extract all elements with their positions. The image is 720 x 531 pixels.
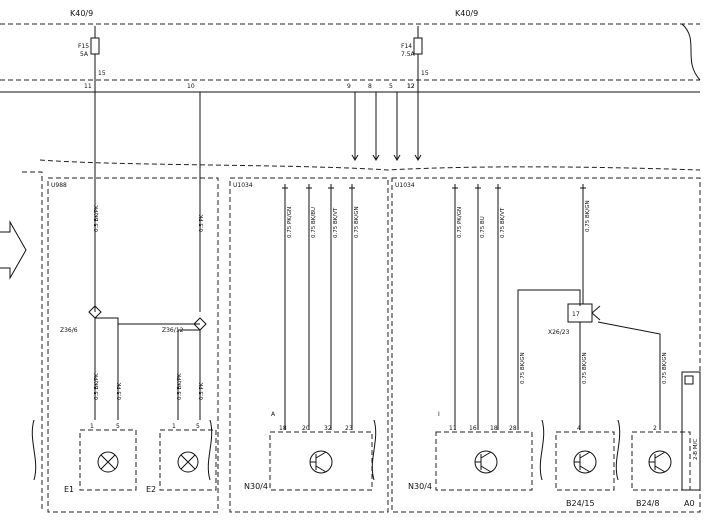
wire-x26-3-label: 0.75 BK/GN xyxy=(662,352,668,384)
n30-right-pin-16: 16 xyxy=(469,425,477,432)
splice-z36-12-branches xyxy=(118,323,201,420)
wire-right-top xyxy=(580,184,586,304)
n30-left-wires xyxy=(282,184,355,430)
bus-pin-12: 12 xyxy=(407,83,415,90)
wire-main-left-label: 0.5 BK/PK xyxy=(94,205,100,232)
b24-8-pin-2: 2 xyxy=(653,425,657,432)
wire-x26-1-label: 0.75 BK/GN xyxy=(520,352,526,384)
wire-e1-b-label: 0.5 PK xyxy=(117,382,123,400)
n30-left-pin-20: 20 xyxy=(302,425,310,432)
component-e1: 1 5 E1 xyxy=(64,423,137,494)
n30-right-pin-18: 18 xyxy=(490,425,498,432)
wire-n30b-1-label: 0.75 PK/GN xyxy=(457,207,463,238)
wire-x26-2-label: 0.75 BK/GN xyxy=(582,352,588,384)
break-marks xyxy=(31,419,621,481)
n30-right-pin-11: 11 xyxy=(449,425,457,432)
wire-e2-a-label: 0.5 BK/PK xyxy=(177,373,183,400)
e1-pin-5: 5 xyxy=(116,423,120,430)
wire-n30b-3-label: 0.75 BK/VT xyxy=(500,207,506,238)
wire-e2-b-label: 0.5 PK xyxy=(199,382,205,400)
fuse-f14-pin-bottom: 12 xyxy=(407,83,415,90)
section-u1034-right xyxy=(391,177,701,513)
e1-pin-1: 1 xyxy=(90,423,94,430)
header-left-ref: K40/9 xyxy=(70,9,93,18)
section-u988 xyxy=(47,177,219,513)
e2-pin-5: 5 xyxy=(196,423,200,430)
component-b24-15: 4 B24/15 xyxy=(555,425,615,508)
splice-z36-6-label: Z36/6 xyxy=(60,327,78,334)
bus-pin-5: 5 xyxy=(389,83,393,90)
bus-pin-8: 8 xyxy=(368,83,372,90)
n30-right-marker: I xyxy=(438,411,440,418)
n30-right-pin-28: 28 xyxy=(509,425,517,432)
component-n30-right: I 11 16 18 28 N30/4 xyxy=(408,411,533,491)
splice-z36-6-branches xyxy=(94,317,119,420)
bus-drop-arrows xyxy=(351,92,422,161)
connector-outgoing-wires xyxy=(579,321,661,430)
n30-right-label: N30/4 xyxy=(408,482,432,491)
section-u988-label: U988 xyxy=(51,182,67,189)
wire-n30b-2-label: 0.75 BU xyxy=(480,216,486,238)
connector-pin: 17 xyxy=(572,311,580,318)
fuse-f14-name: F14 xyxy=(401,43,412,50)
connector-label: X26/23 xyxy=(548,329,570,336)
wire-n30a-3-label: 0.75 BK/VT xyxy=(333,207,339,238)
n30-left-pin-18: 18 xyxy=(279,425,287,432)
wire-n30a-1-label: 0.75 PK/GN xyxy=(287,207,293,238)
a0-text: 2-B M/C xyxy=(693,439,699,460)
fuse-f14-pin-top: 15 xyxy=(421,70,429,77)
fuse-f15-rating: 5A xyxy=(80,51,89,58)
header-right-ref: K40/9 xyxy=(455,9,478,18)
incoming-arrow-icon xyxy=(0,220,27,280)
n30-left-marker: A xyxy=(271,411,276,418)
wire-main-mid-label: 0.5 PK xyxy=(199,214,205,232)
n30-left-pin-23: 23 xyxy=(345,425,353,432)
wire-e1-a-label: 0.5 BK/PK xyxy=(94,373,100,400)
splice-z36-12-label: Z36/12 xyxy=(162,327,184,334)
b24-15-pin-4: 4 xyxy=(577,425,581,432)
component-n30-left: A 18 20 32 23 N30/4 xyxy=(244,411,373,491)
bus-pin-9: 9 xyxy=(347,83,351,90)
fuse-f15-pin-bottom: 11 xyxy=(84,83,92,90)
left-side-border xyxy=(22,171,43,512)
bus-pin-10: 10 xyxy=(187,83,195,90)
n30-right-wires xyxy=(452,184,581,430)
e2-pin-1: 1 xyxy=(172,423,176,430)
fuse-f15: F15 5A 15 11 xyxy=(78,26,106,92)
e2-label: E2 xyxy=(146,485,156,494)
e1-label: E1 xyxy=(64,485,74,494)
b24-15-label: B24/15 xyxy=(566,499,595,508)
fuse-f15-name: F15 xyxy=(78,43,89,50)
break-curve xyxy=(681,23,701,81)
a0-label: A0 xyxy=(684,499,695,508)
top-wavy-border xyxy=(39,159,701,171)
component-e2: 1 5 E2 xyxy=(146,423,217,494)
section-u1034-left-label: U1034 xyxy=(233,182,253,189)
wire-right-top-label: 0.75 BK/GN xyxy=(585,200,591,232)
section-u1034-left xyxy=(229,177,389,513)
section-u1034-right-label: U1034 xyxy=(395,182,415,189)
connector-x26-23: 17 X26/23 xyxy=(548,303,601,336)
n30-left-pin-32: 32 xyxy=(324,425,332,432)
fuse-f14-rating: 7.5A xyxy=(401,51,416,58)
b24-8-label: B24/8 xyxy=(636,499,659,508)
n30-left-label: N30/4 xyxy=(244,482,268,491)
component-a0: 2-B M/C A0 xyxy=(681,371,701,508)
wire-n30a-2-label: 0.75 BK/BU xyxy=(311,207,317,238)
fuse-f14: F14 7.5A 15 12 xyxy=(401,26,429,92)
wire-n30a-4-label: 0.75 BK/GN xyxy=(354,206,360,238)
fuse-f15-pin-top: 15 xyxy=(98,70,106,77)
component-b24-8: 2 B24/8 xyxy=(631,425,691,508)
